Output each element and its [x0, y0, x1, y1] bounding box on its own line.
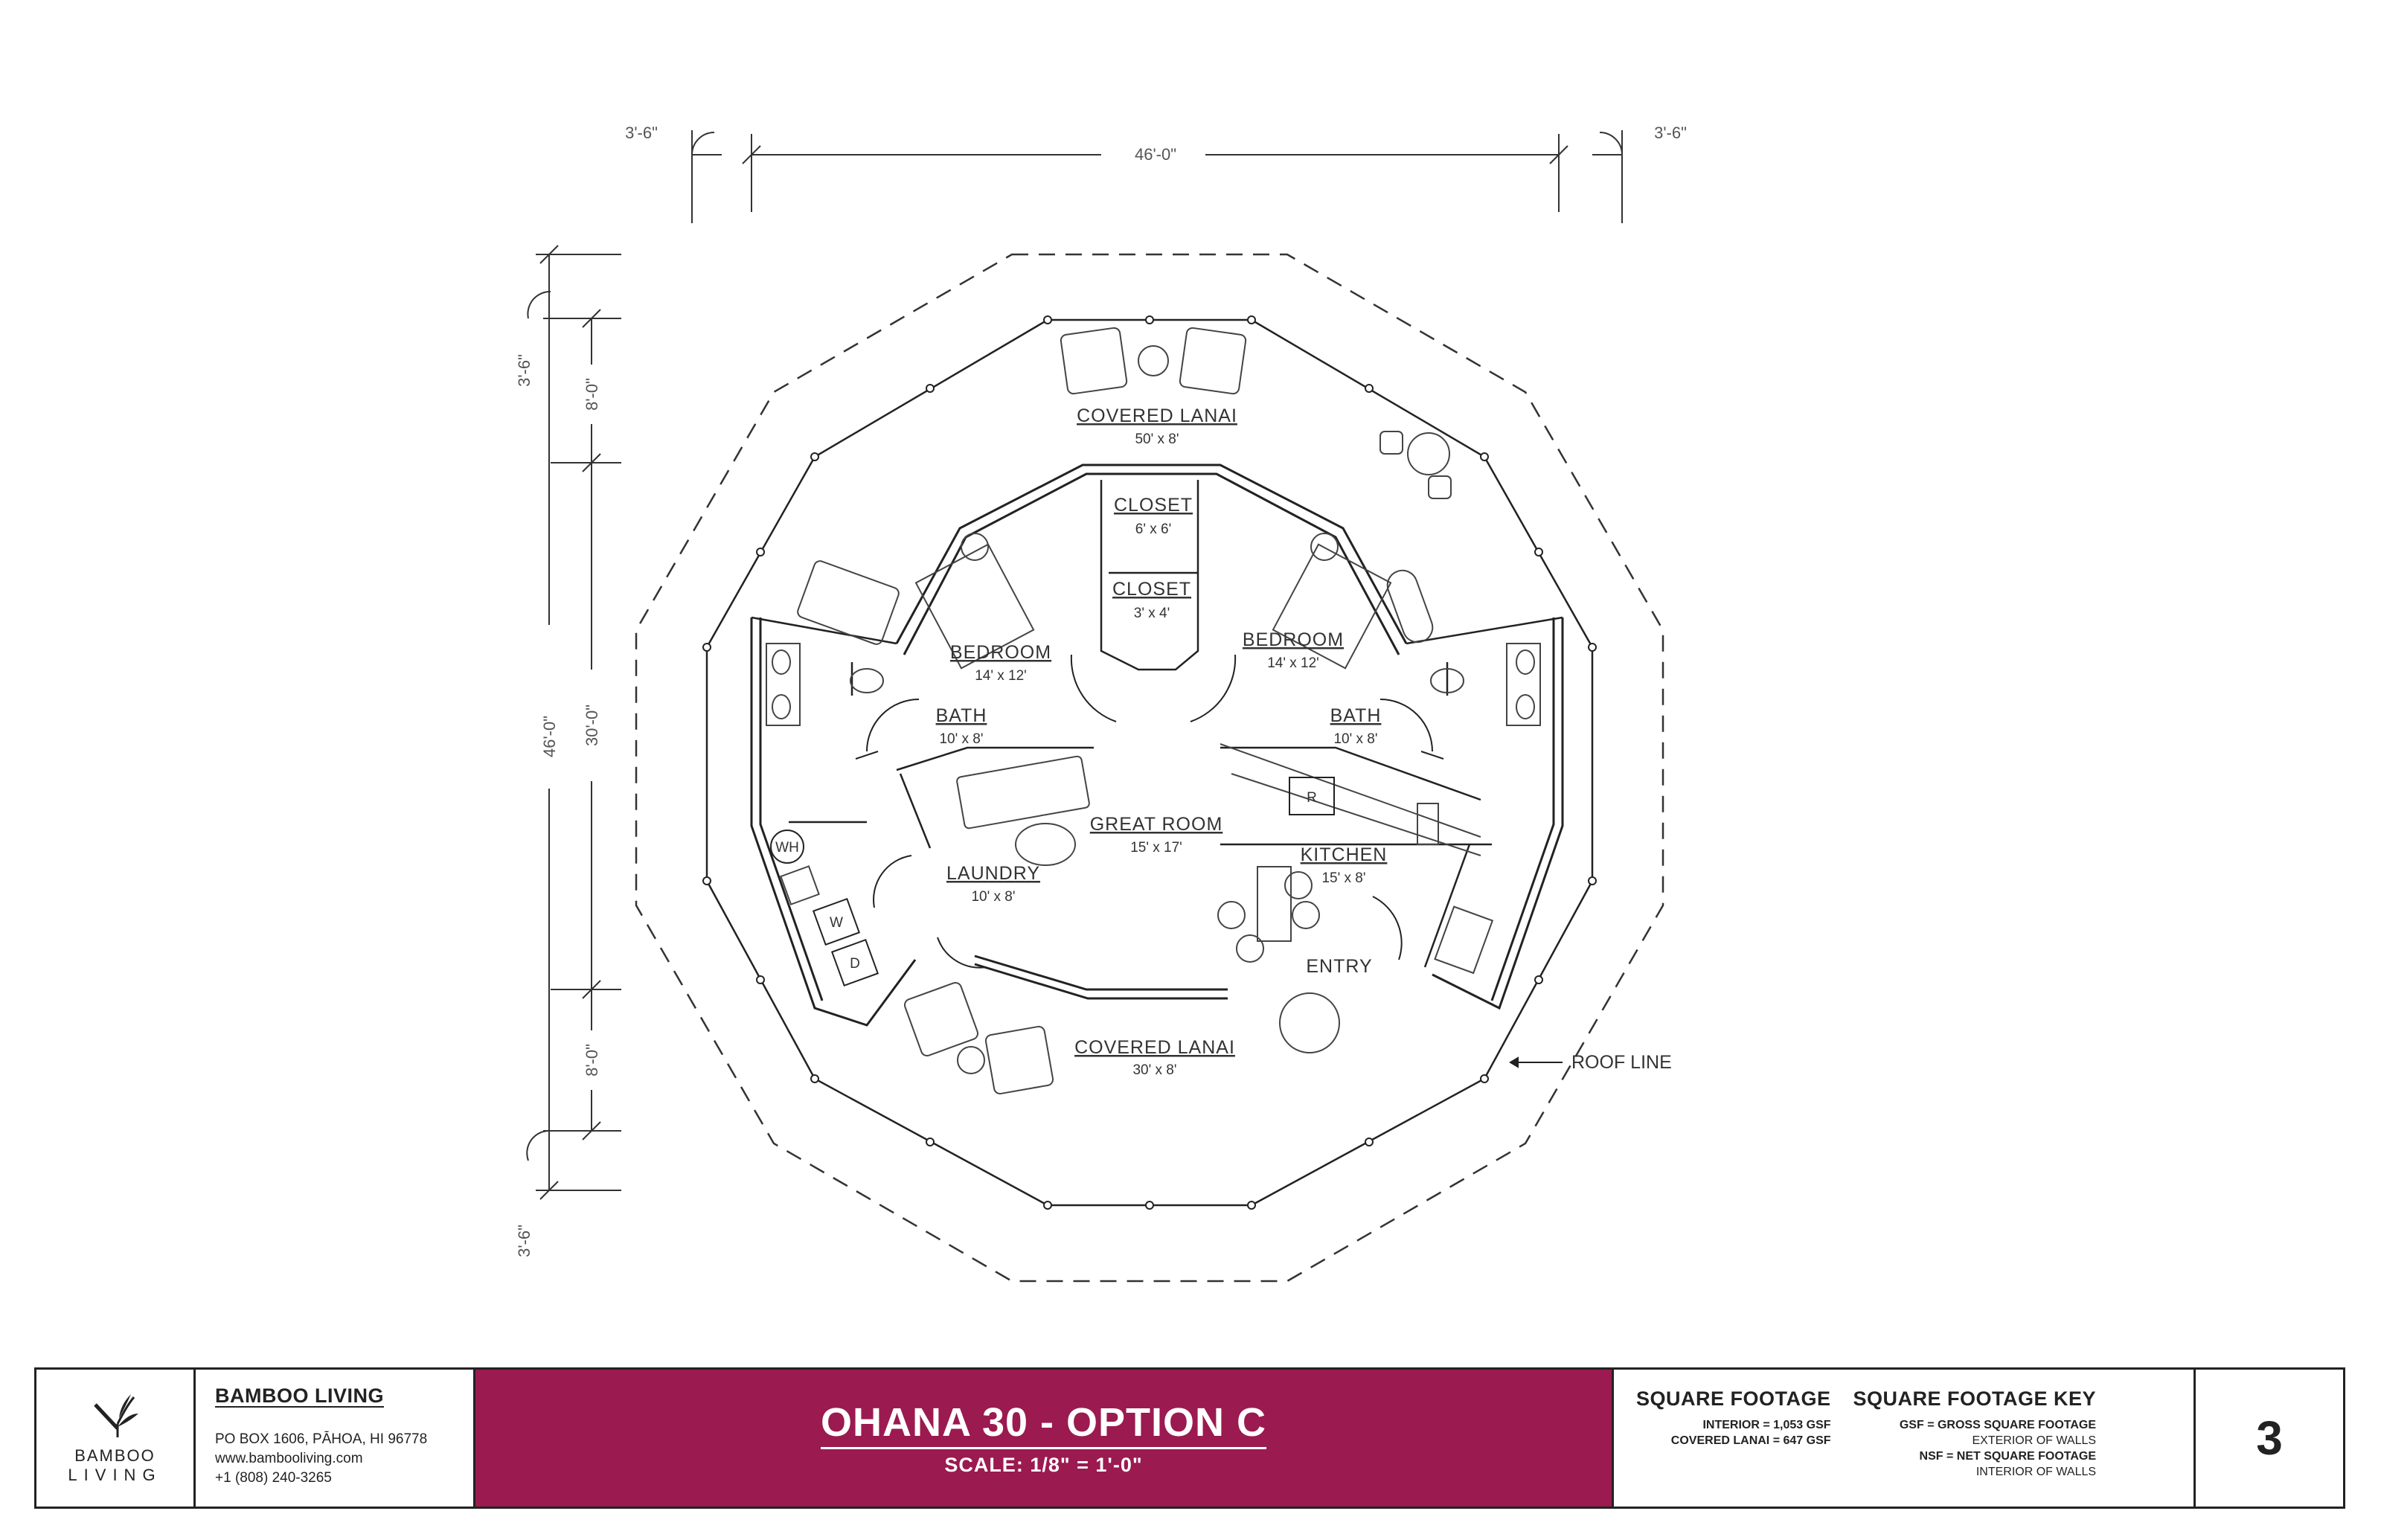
- dim-top-right-overhang: 3'-6": [1654, 123, 1687, 142]
- plan-title: OHANA 30 - OPTION C: [820, 1399, 1267, 1449]
- room-closet-1-size: 6' x 6': [1135, 522, 1171, 537]
- room-bath-left: BATH: [936, 705, 987, 726]
- company-phone: +1 (808) 240-3265: [215, 1470, 332, 1486]
- room-closet-2: CLOSET: [1112, 579, 1191, 600]
- lanai-posts: [702, 315, 1597, 1210]
- company-website[interactable]: www.bambooliving.com: [215, 1451, 363, 1466]
- left-dimension: [526, 245, 621, 1200]
- square-footage-key: SQUARE FOOTAGE KEY GSF = GROSS SQUARE FO…: [1853, 1387, 2097, 1499]
- room-bath-right-size: 10' x 8': [1333, 731, 1377, 747]
- logo-line-2: LIVING: [68, 1466, 162, 1484]
- key-gsf-desc: EXTERIOR OF WALLS: [1972, 1434, 2097, 1447]
- room-bedroom-right-size: 14' x 12': [1267, 655, 1319, 671]
- logo-line-1: BAMBOO: [74, 1446, 156, 1465]
- water-heater: [770, 830, 804, 864]
- room-laundry-size: 10' x 8': [971, 889, 1015, 905]
- room-entry: ENTRY: [1306, 956, 1372, 977]
- dim-left-bottom-overhang: 3'-6": [515, 1225, 533, 1257]
- room-covered-lanai-bottom-size: 30' x 8': [1132, 1062, 1176, 1078]
- furniture: [766, 327, 1541, 1095]
- plan-scale: SCALE: 1/8" = 1'-0": [944, 1454, 1143, 1476]
- water-heater-label: WH: [775, 840, 799, 856]
- room-bedroom-right: BEDROOM: [1243, 629, 1344, 650]
- room-kitchen-size: 15' x 8': [1321, 870, 1365, 886]
- page-number: 3: [2256, 1411, 2283, 1465]
- room-covered-lanai-top-size: 50' x 8': [1135, 431, 1179, 447]
- dim-left-overall: 46'-0": [540, 716, 559, 757]
- roof-line: [635, 253, 1664, 1283]
- room-covered-lanai-bottom: COVERED LANAI: [1074, 1037, 1235, 1058]
- square-footage-cell: SQUARE FOOTAGE INTERIOR = 1,053 GSF COVE…: [1614, 1370, 2196, 1507]
- company-address: PO BOX 1606, PĀHOA, HI 96778: [215, 1431, 428, 1447]
- room-great-room-size: 15' x 17': [1130, 840, 1182, 856]
- key-gsf: GSF = GROSS SQUARE FOOTAGE: [1899, 1419, 2097, 1431]
- top-dimension: [691, 130, 1623, 223]
- exterior-walls: [750, 463, 1564, 1027]
- interior-walls: [751, 480, 1563, 968]
- room-closet-2-size: 3' x 4': [1134, 606, 1170, 621]
- key-heading: SQUARE FOOTAGE KEY: [1853, 1387, 2097, 1410]
- logo-cell: BAMBOO LIVING: [36, 1370, 196, 1507]
- title-cell: OHANA 30 - OPTION C SCALE: 1/8" = 1'-0": [475, 1370, 1614, 1507]
- dim-left-top-overhang: 3'-6": [515, 354, 533, 387]
- room-great-room: GREAT ROOM: [1090, 814, 1223, 835]
- room-bedroom-left: BEDROOM: [950, 642, 1051, 663]
- dryer: [830, 938, 879, 987]
- room-covered-lanai-top: COVERED LANAI: [1077, 405, 1237, 426]
- room-bath-left-size: 10' x 8': [939, 731, 983, 747]
- room-laundry: LAUNDRY: [946, 863, 1040, 884]
- square-footage-interior: INTERIOR = 1,053 GSF: [1702, 1419, 1831, 1431]
- dryer-label: D: [850, 956, 860, 972]
- dim-left-interior: 30'-0": [583, 705, 601, 746]
- dim-left-top-lanai: 8'-0": [583, 378, 601, 411]
- roof-line-leader: [1509, 1056, 1563, 1068]
- roof-line-label: ROOF LINE: [1571, 1052, 1672, 1073]
- room-kitchen: KITCHEN: [1301, 844, 1388, 865]
- company-cell: BAMBOO LIVING PO BOX 1606, PĀHOA, HI 967…: [196, 1370, 475, 1507]
- room-bedroom-left-size: 14' x 12': [975, 668, 1027, 684]
- floor-plan: WH W D R ROOF LINE COVERED LANAI 50' x 8…: [515, 123, 1687, 1283]
- key-nsf-desc: INTERIOR OF WALLS: [1975, 1466, 2097, 1478]
- bamboo-logo-icon: [93, 1394, 138, 1437]
- square-footage: SQUARE FOOTAGE INTERIOR = 1,053 GSF COVE…: [1636, 1387, 1831, 1499]
- dim-left-bottom-lanai: 8'-0": [583, 1044, 601, 1077]
- room-closet-1: CLOSET: [1114, 495, 1193, 516]
- key-nsf: NSF = NET SQUARE FOOTAGE: [1919, 1450, 2097, 1463]
- title-block: BAMBOO LIVING BAMBOO LIVING PO BOX 1606,…: [34, 1367, 2345, 1509]
- room-bath-right: BATH: [1330, 705, 1382, 726]
- square-footage-heading: SQUARE FOOTAGE: [1636, 1387, 1831, 1410]
- dim-top-left-overhang: 3'-6": [625, 123, 658, 142]
- square-footage-lanai: COVERED LANAI = 647 GSF: [1670, 1434, 1831, 1447]
- fridge-label: R: [1307, 790, 1317, 806]
- appliances: [770, 777, 1335, 987]
- company-name: BAMBOO LIVING: [215, 1385, 384, 1407]
- door-swings: [855, 654, 1444, 969]
- fridge: [1289, 777, 1335, 815]
- washer-label: W: [830, 915, 843, 931]
- washer: [812, 897, 861, 946]
- dim-top-overall: 46'-0": [1135, 145, 1176, 164]
